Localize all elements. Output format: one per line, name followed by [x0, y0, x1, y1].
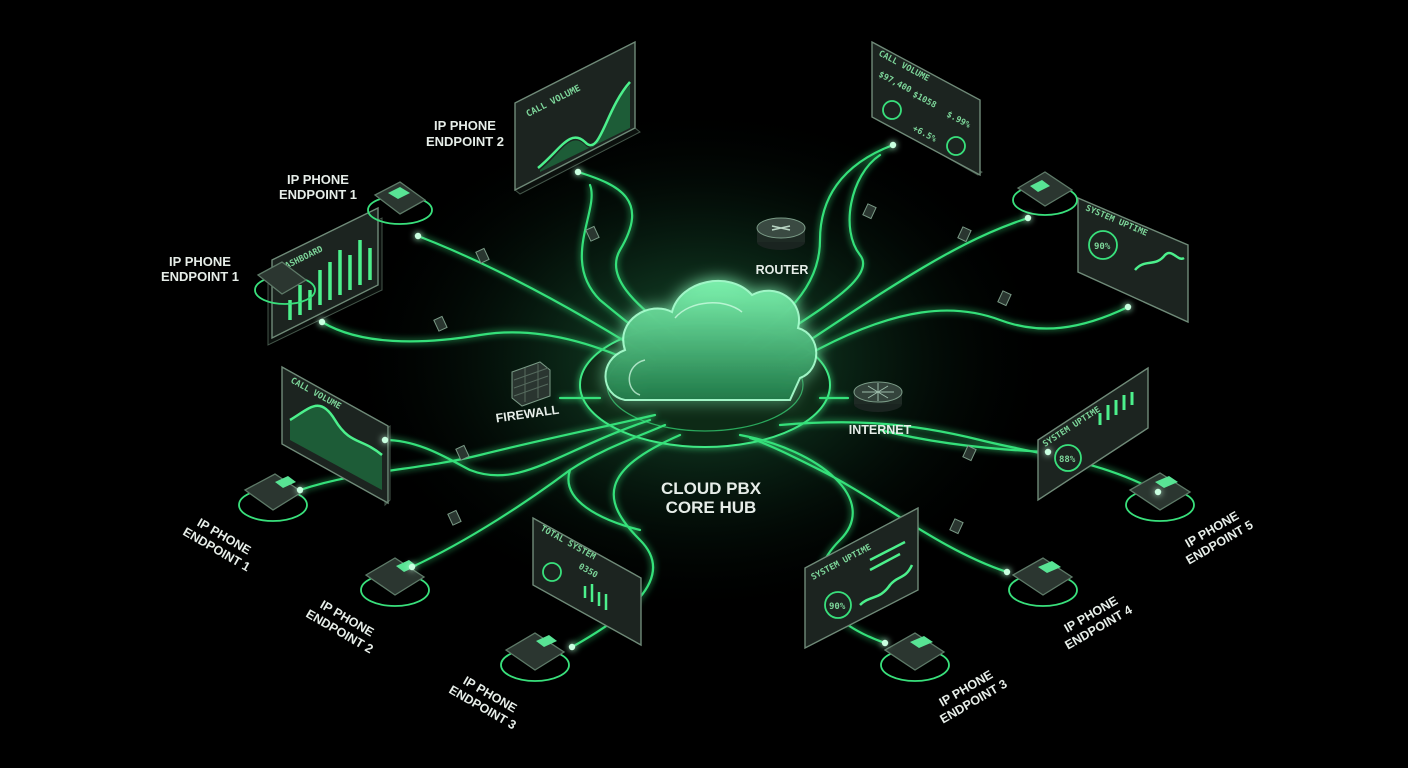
phone-label: IP PHONE ENDPOINT 3: [447, 674, 520, 733]
ip-phone-icon: [254, 261, 316, 305]
svg-text:ENDPOINT 2: ENDPOINT 2: [426, 134, 504, 149]
ip-phone-icon: [367, 181, 433, 225]
panel-top-right: CALL VOLUME $97,400 $1058 $.99% +6.5%: [871, 40, 983, 177]
router-icon: [756, 217, 806, 250]
svg-text:IP PHONE: IP PHONE: [169, 254, 231, 269]
phone-label: IP PHONE ENDPOINT 1: [279, 172, 357, 202]
panel-value: 90%: [829, 602, 846, 612]
svg-text:ENDPOINT 1: ENDPOINT 1: [161, 269, 239, 284]
phone-label: IP PHONE ENDPOINT 4: [1062, 594, 1135, 653]
panel-right-mid: SYSTEM UPTIME 90%: [1077, 196, 1189, 324]
wire-endpoints: [296, 141, 1162, 651]
ip-phone-icon: [500, 632, 570, 682]
ip-phone-icon: [1012, 171, 1078, 216]
firewall-icon: [511, 361, 551, 407]
phone-label: IP PHONE ENDPOINT 1: [181, 516, 254, 575]
hub-title: CLOUD PBX: [661, 479, 762, 498]
phone-label: IP PHONE ENDPOINT 2: [426, 118, 504, 149]
internet-label: INTERNET: [849, 423, 912, 437]
panel-bottom-right: SYSTEM UPTIME 90%: [804, 506, 919, 650]
panel-value: 90%: [1094, 242, 1111, 252]
ip-phone-icon: [238, 473, 308, 522]
phone-label: IP PHONE ENDPOINT 1: [161, 254, 239, 284]
svg-text:IP PHONE: IP PHONE: [287, 172, 349, 187]
hub-subtitle: CORE HUB: [666, 498, 757, 517]
panel-value: 88%: [1059, 455, 1076, 465]
phone-label: IP PHONE ENDPOINT 3: [937, 668, 1010, 727]
wire-connectors: [433, 203, 1012, 535]
ip-phone-icon: [1008, 557, 1078, 607]
svg-text:IP PHONE: IP PHONE: [434, 118, 496, 133]
phone-label: IP PHONE ENDPOINT 2: [304, 598, 377, 657]
ip-phone-icon: [360, 557, 430, 607]
router-label: ROUTER: [756, 263, 809, 277]
ip-phone-icon: [880, 632, 950, 682]
globe-icon: [853, 381, 903, 412]
cloud-icon: [604, 279, 818, 401]
svg-text:ENDPOINT 1: ENDPOINT 1: [279, 187, 357, 202]
